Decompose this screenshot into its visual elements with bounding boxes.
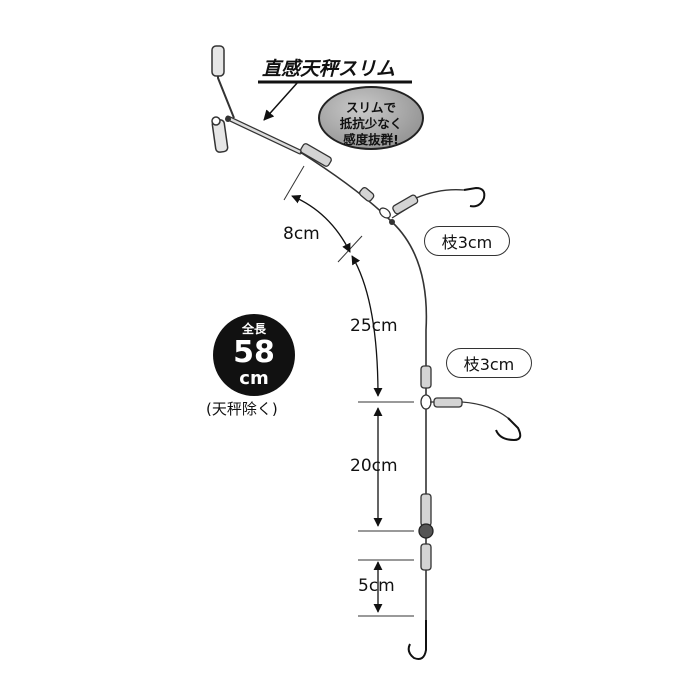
branch-upper-label: 枝3cm xyxy=(424,226,510,256)
bubble-line-2: 抵抗少なく xyxy=(339,116,403,131)
branch-lower-label: 枝3cm xyxy=(446,348,532,378)
lower-branch xyxy=(430,397,522,442)
tenbin-arm xyxy=(211,45,303,155)
badge-top-text: 全長 xyxy=(241,322,266,336)
main-line-tubes xyxy=(300,143,434,571)
total-note: (天秤除く) xyxy=(206,400,278,418)
dim-label-25cm: 25cm xyxy=(350,316,398,336)
product-title: 直感天秤スリム xyxy=(262,58,396,80)
badge-unit: cm xyxy=(239,368,269,389)
feature-bubble: スリムで 抵抗少なく 感度抜群! xyxy=(318,86,424,150)
dim-label-8cm: 8cm xyxy=(283,224,320,244)
title-pointer-arrow xyxy=(263,81,299,121)
dim-label-5cm: 5cm xyxy=(358,576,395,596)
bottom-hook xyxy=(407,620,427,660)
dim-5cm-arrow xyxy=(358,559,414,617)
total-length-badge: 全長 58 cm xyxy=(213,314,295,396)
dim-8cm-arrow xyxy=(283,165,363,263)
badge-value: 58 xyxy=(233,335,275,370)
bubble-line-3: 感度抜群! xyxy=(343,132,399,147)
dim-20cm-arrow xyxy=(358,407,414,532)
dim-25cm-arrow xyxy=(351,255,414,403)
main-line xyxy=(299,151,428,620)
bubble-line-1: スリムで xyxy=(345,100,396,115)
dim-label-20cm: 20cm xyxy=(350,456,398,476)
upper-branch xyxy=(391,186,486,219)
